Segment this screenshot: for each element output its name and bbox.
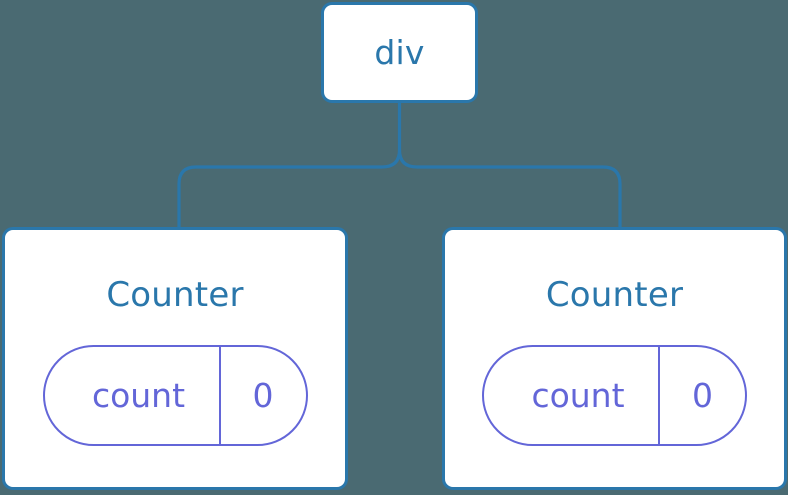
connector-branch-left — [177, 149, 402, 227]
state-pill-0-value: 0 — [252, 376, 274, 415]
node-counter-0[interactable]: Counter count 0 — [2, 227, 348, 490]
node-counter-0-title: Counter — [106, 275, 244, 315]
node-counter-1[interactable]: Counter count 0 — [442, 227, 787, 490]
state-pill-1-key: count — [531, 376, 625, 415]
node-root-div[interactable]: div — [321, 2, 478, 103]
node-counter-1-title: Counter — [545, 275, 684, 315]
state-pill-1-divider — [658, 347, 660, 444]
connector-branch-right — [397, 149, 622, 227]
node-root-label: div — [374, 33, 425, 72]
state-pill-1-value: 0 — [692, 376, 713, 415]
state-pill-0-divider — [218, 347, 221, 444]
state-pill-1[interactable]: count 0 — [482, 345, 747, 446]
state-pill-0[interactable]: count 0 — [42, 345, 308, 446]
state-pill-0-key: count — [91, 376, 186, 415]
